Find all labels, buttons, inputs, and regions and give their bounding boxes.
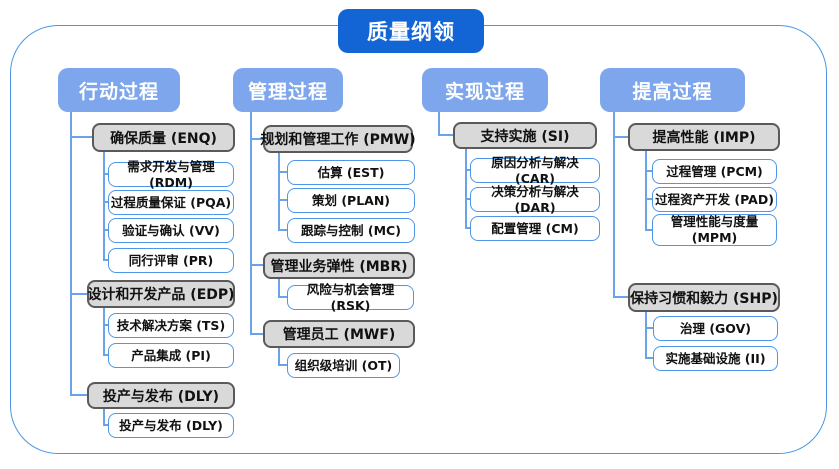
process-area-ii: 实施基础设施 (II) — [653, 346, 778, 371]
process-group-pmw: 规划和管理工作 (PMW) — [260, 125, 416, 153]
connector-line — [645, 170, 652, 172]
connector-line — [103, 408, 105, 426]
connector-line — [250, 264, 263, 266]
connector-line — [645, 198, 652, 200]
connector-line — [70, 112, 72, 396]
connector-line — [103, 152, 105, 261]
connector-line — [70, 136, 92, 138]
connector-line — [250, 333, 263, 335]
process-group-edp: 设计和开发产品 (EDP) — [87, 280, 235, 308]
process-area-pad: 过程资产开发 (PAD) — [652, 187, 777, 212]
process-area-pcm: 过程管理 (PCM) — [652, 159, 777, 184]
connector-line — [645, 357, 653, 359]
connector-line — [103, 259, 108, 261]
connector-line — [278, 364, 287, 366]
process-area-ot: 组织级培训 (OT) — [287, 353, 400, 378]
connector-line — [645, 229, 652, 231]
connector-line — [278, 348, 280, 366]
process-area-dar: 决策分析与解决 (DAR) — [470, 184, 600, 215]
process-area-plan: 策划 (PLAN) — [287, 188, 415, 213]
process-area-vv: 验证与确认 (VV) — [108, 218, 234, 243]
process-area-gov: 治理 (GOV) — [653, 316, 778, 341]
connector-line — [103, 201, 108, 203]
process-area-car: 原因分析与解决 (CAR) — [470, 155, 600, 186]
connector-line — [613, 112, 615, 298]
process-group-dly: 投产与发布 (DLY) — [87, 382, 235, 409]
connector-line — [103, 308, 105, 356]
connector-line — [438, 112, 440, 136]
connector-line — [70, 293, 87, 295]
process-area-pqa: 过程质量保证 (PQA) — [108, 190, 234, 215]
process-group-enq: 确保质量 (ENQ) — [92, 123, 235, 152]
connector-line — [278, 153, 280, 231]
connector-line — [278, 296, 287, 298]
process-area-mc: 跟踪与控制 (MC) — [287, 218, 415, 243]
connector-line — [278, 199, 287, 201]
process-area-cm: 配置管理 (CM) — [470, 216, 600, 241]
process-group-mwf: 管理员工 (MWF) — [263, 320, 415, 348]
connector-line — [278, 279, 280, 298]
connector-line — [278, 171, 287, 173]
connector-line — [438, 134, 453, 136]
connector-line — [465, 169, 470, 171]
connector-line — [613, 136, 628, 138]
connector-line — [103, 173, 108, 175]
connector-line — [278, 229, 287, 231]
connector-line — [103, 229, 108, 231]
process-area-rsk: 风险与机会管理 (RSK) — [287, 282, 414, 313]
connector-line — [103, 354, 108, 356]
connector-line — [70, 394, 87, 396]
process-group-imp: 提高性能 (IMP) — [628, 123, 780, 151]
connector-line — [250, 138, 263, 140]
column-header-realization-process: 实现过程 — [422, 68, 548, 112]
process-area-ts: 技术解决方案 (TS) — [108, 313, 234, 338]
process-area-pr: 同行评审 (PR) — [108, 248, 234, 273]
diagram-title: 质量纲领 — [338, 9, 484, 53]
connector-line — [465, 227, 470, 229]
connector-line — [465, 149, 467, 229]
column-header-improvement-process: 提高过程 — [600, 68, 745, 112]
connector-line — [645, 312, 647, 359]
process-area-dly: 投产与发布 (DLY) — [108, 413, 234, 438]
column-header-action-process: 行动过程 — [58, 68, 180, 112]
column-header-management-process: 管理过程 — [233, 68, 343, 112]
connector-line — [250, 112, 252, 334]
connector-line — [465, 198, 470, 200]
process-area-mpm: 管理性能与度量 (MPM) — [652, 214, 777, 246]
connector-line — [613, 296, 628, 298]
process-area-rdm: 需求开发与管理 (RDM) — [108, 159, 234, 190]
process-area-pi: 产品集成 (PI) — [108, 343, 234, 368]
connector-line — [645, 327, 653, 329]
process-group-shp: 保持习惯和毅力 (SHP) — [628, 283, 780, 312]
connector-line — [103, 324, 108, 326]
process-group-si: 支持实施 (SI) — [453, 122, 597, 149]
connector-line — [645, 151, 647, 230]
process-group-mbr: 管理业务弹性 (MBR) — [263, 252, 415, 279]
process-area-est: 估算 (EST) — [287, 160, 415, 185]
connector-line — [103, 424, 108, 426]
